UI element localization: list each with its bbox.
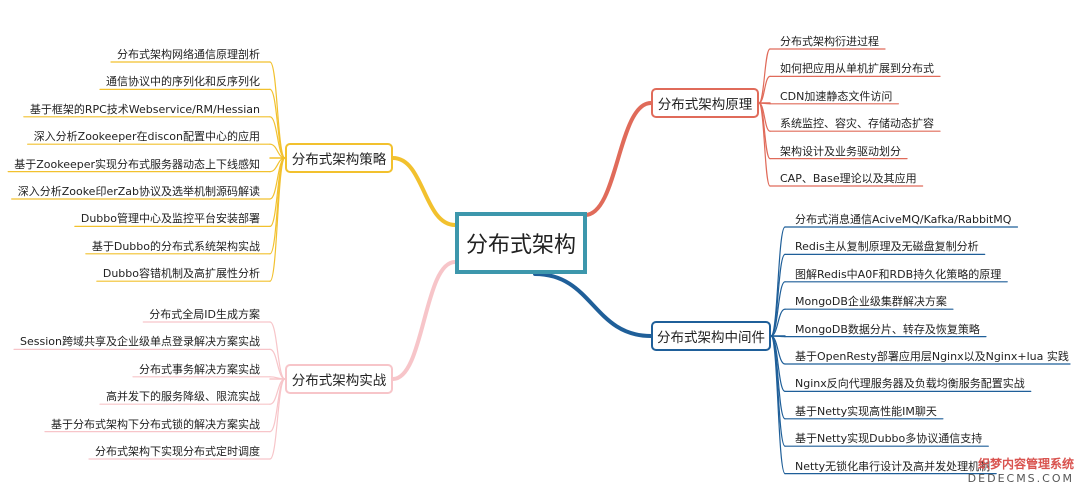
branch-leaf[interactable]: 深入分析Zooke印erZab协议及选举机制源码解读 bbox=[17, 185, 260, 198]
watermark-en: DEDECMS.COM bbox=[967, 472, 1074, 485]
branch-leaf[interactable]: 分布式架构下实现分布式定时调度 bbox=[95, 445, 260, 458]
leaf-connector bbox=[269, 61, 286, 159]
branch-leaf[interactable]: 基于Netty实现高性能IM聊天 bbox=[795, 404, 937, 418]
branch-leaf[interactable]: CAP、Base理论以及其应用 bbox=[780, 172, 917, 185]
branch-leaf[interactable]: 基于Dubbo的分布式系统架构实战 bbox=[91, 239, 260, 253]
branch-connector-strategy bbox=[391, 156, 457, 227]
branch-leaf[interactable]: 分布式架构衍进过程 bbox=[780, 35, 879, 48]
branch-principle[interactable]: 分布式架构原理 bbox=[651, 88, 759, 118]
branch-practice[interactable]: 分布式架构实战 bbox=[285, 364, 393, 394]
watermark-cn: 织梦内容管理系统 bbox=[977, 457, 1074, 471]
branch-leaf[interactable]: 分布式消息通信AciveMQ/Kafka/RabbitMQ bbox=[795, 213, 1012, 226]
leaf-connector bbox=[269, 157, 286, 282]
leaf-connector bbox=[269, 378, 286, 460]
branch-principle-label: 分布式架构原理 bbox=[657, 97, 753, 113]
central-topic-label: 分布式架构 bbox=[465, 233, 576, 258]
central-topic[interactable]: 分布式架构 bbox=[455, 212, 587, 274]
leaf-connector bbox=[758, 75, 771, 104]
leaf-connector bbox=[770, 308, 786, 337]
branch-leaf[interactable]: MongoDB企业级集群解决方案 bbox=[795, 295, 947, 309]
leaf-connector bbox=[269, 157, 286, 255]
branch-leaf[interactable]: Nginx反向代理服务器及负载均衡服务配置实战 bbox=[795, 377, 1025, 391]
branch-leaf[interactable]: 架构设计及业务驱动划分 bbox=[780, 144, 901, 158]
branch-connector-principle bbox=[583, 101, 653, 217]
branch-leaf[interactable]: 基于OpenResty部署应用层Nginx以及Nginx+lua 实践 bbox=[795, 350, 1069, 363]
branch-connector-practice bbox=[391, 260, 457, 381]
branch-connector-middleware bbox=[533, 272, 653, 338]
branch-leaf[interactable]: 系统监控、容灾、存储动态扩容 bbox=[780, 117, 934, 131]
branch-leaf[interactable]: Session跨域共享及企业级单点登录解决方案实战 bbox=[20, 335, 260, 349]
branch-middleware[interactable]: 分布式架构中间件 bbox=[651, 321, 771, 351]
branch-leaf[interactable]: 深入分析Zookeeper在discon配置中心的应用 bbox=[33, 130, 260, 144]
branch-leaf[interactable]: 分布式架构网络通信原理剖析 bbox=[117, 48, 260, 61]
leaf-connector bbox=[758, 102, 771, 187]
leaf-connector bbox=[269, 348, 286, 380]
branch-leaf[interactable]: 高并发下的服务降级、限流实战 bbox=[106, 390, 260, 404]
branch-middleware-label: 分布式架构中间件 bbox=[657, 330, 765, 346]
leaf-connector bbox=[269, 143, 286, 159]
branch-leaf[interactable]: Dubbo容错机制及高扩展性分析 bbox=[102, 267, 260, 281]
leaf-connector bbox=[770, 335, 786, 447]
leaf-connector bbox=[269, 116, 286, 159]
leaf-connector bbox=[269, 88, 286, 159]
branch-practice-label: 分布式架构实战 bbox=[291, 373, 387, 389]
branch-strategy[interactable]: 分布式架构策略 bbox=[285, 143, 393, 173]
branch-strategy-label: 分布式架构策略 bbox=[291, 152, 387, 168]
branch-leaf[interactable]: 如何把应用从单机扩展到分布式 bbox=[780, 62, 934, 76]
leaf-connector bbox=[770, 335, 786, 475]
leaf-connector bbox=[758, 48, 771, 104]
branch-leaf[interactable]: CDN加速静态文件访问 bbox=[780, 89, 893, 103]
branch-leaf[interactable]: 基于Netty实现Dubbo多协议通信支持 bbox=[795, 432, 983, 446]
branch-leaf[interactable]: 基于框架的RPC技术Webservice/RM/Hessian bbox=[29, 102, 260, 116]
branch-leaf[interactable]: 通信协议中的序列化和反序列化 bbox=[106, 75, 260, 89]
branch-leaf[interactable]: 基于Zookeeper实现分布式服务器动态上下线感知 bbox=[14, 157, 260, 171]
branch-leaf[interactable]: 分布式全局ID生成方案 bbox=[149, 308, 260, 321]
branch-leaf[interactable]: Dubbo管理中心及监控平台安装部署 bbox=[80, 212, 260, 226]
leaf-connector bbox=[770, 226, 786, 337]
branch-leaf[interactable]: Netty无锁化串行设计及高并发处理机制 bbox=[795, 459, 991, 473]
branch-leaf[interactable]: 基于分布式架构下分布式锁的解决方案实战 bbox=[51, 417, 260, 431]
branch-leaf[interactable]: MongoDB数据分片、转存及恢复策略 bbox=[795, 322, 980, 336]
branch-leaf[interactable]: 分布式事务解决方案实战 bbox=[139, 362, 260, 376]
branch-leaf[interactable]: Redis主从复制原理及无磁盘复制分析 bbox=[795, 240, 979, 254]
branch-leaf[interactable]: 图解Redis中A0F和RDB持久化策略的原理 bbox=[795, 267, 1002, 281]
watermark: 织梦内容管理系统 DEDECMS.COM bbox=[968, 455, 1074, 485]
